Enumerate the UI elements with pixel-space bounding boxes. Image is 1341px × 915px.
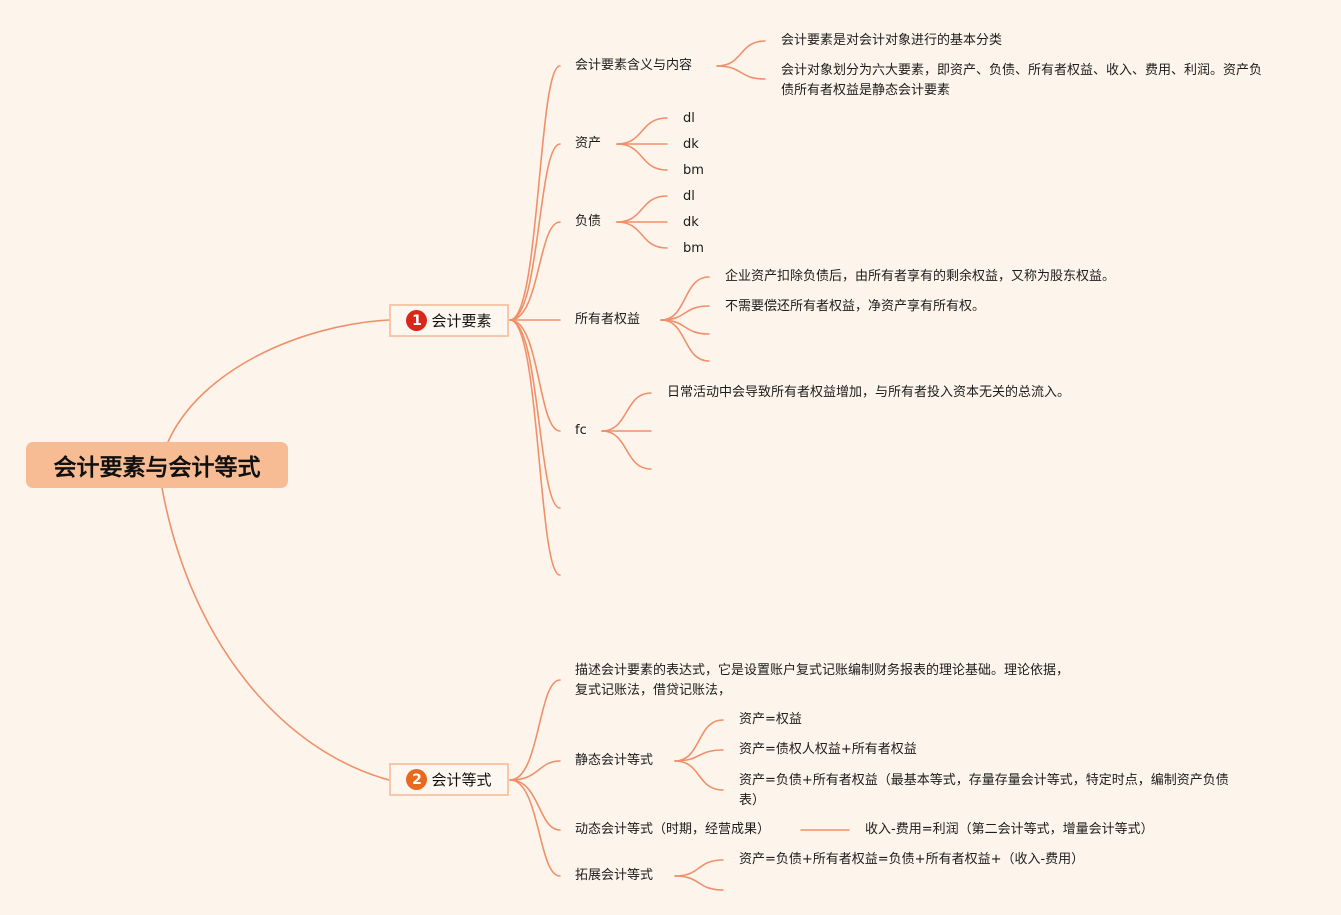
sub3-leaf-connector [616, 195, 668, 223]
extended-equation-leaf-connector [674, 859, 724, 877]
leaf-topic[interactable]: 资产=权益 [739, 712, 802, 727]
static-equation-leaf-connector [674, 719, 724, 762]
subtopic-static-equation[interactable]: 静态会计等式 [575, 753, 654, 768]
subtopic-owners-equity[interactable]: 所有者权益 [575, 312, 641, 327]
leaf-topic[interactable]: dk [683, 215, 699, 230]
branch1-connector [509, 143, 561, 321]
root-topic[interactable]: 会计要素与会计等式 [26, 442, 288, 488]
sub4-leaf-connector [660, 319, 710, 362]
root-topic-label: 会计要素与会计等式 [53, 455, 261, 481]
leaf-topic[interactable]: 不需要偿还所有者权益，净资产享有所有权。 [725, 299, 986, 314]
leaf-topic[interactable]: dk [683, 137, 699, 152]
static-equation-leaf-connector [674, 760, 724, 791]
branch1-connector [509, 221, 561, 321]
subtopic-dynamic-equation[interactable]: 动态会计等式（时期，经营成果） [575, 822, 771, 837]
subtopic-liabilities[interactable]: 负债 [575, 214, 602, 229]
root-to-branch2-line [161, 487, 390, 781]
leaf-topic[interactable]: 资产=债权人权益+所有者权益 [739, 742, 917, 757]
subtopic-fc[interactable]: fc [575, 423, 587, 438]
sub4-leaf-connector [660, 319, 710, 335]
leaf-topic[interactable]: 资产=负债+所有者权益（最基本等式，存量存量会计等式，特定时点，编制资产负债表） [739, 773, 1229, 808]
leaf-topic[interactable]: 会计要素是对会计对象进行的基本分类 [781, 33, 1003, 48]
leaf-topic[interactable]: dl [683, 189, 695, 204]
sub1-leaf-connector [716, 40, 766, 67]
leaf-topic[interactable]: bm [683, 241, 704, 256]
main-topic-accounting-equation[interactable]: 2 会计等式 [389, 763, 509, 796]
leaf-topic[interactable]: bm [683, 163, 704, 178]
branch2-connector [509, 760, 561, 781]
branch1-connector [509, 319, 561, 432]
main-topic-label: 会计等式 [431, 771, 492, 789]
priority-2-badge: 2 [406, 769, 428, 790]
priority-1-badge: 1 [406, 310, 428, 331]
branch2-connector [509, 679, 561, 781]
leaf-topic[interactable]: 会计对象划分为六大要素，即资产、负债、所有者权益、收入、费用、利润。资产负债所有… [781, 63, 1263, 98]
branch2-connector [509, 779, 561, 831]
main-topic-accounting-elements[interactable]: 1 会计要素 [389, 304, 509, 337]
sub1-leaf-connector [716, 65, 766, 80]
leaf-topic[interactable]: 企业资产扣除负债后，由所有者享有的剩余权益，又称为股东权益。 [725, 269, 1116, 284]
leaf-topic[interactable]: 资产=负债+所有者权益=负债+所有者权益+（收入-费用） [739, 852, 1085, 867]
subtopic-equation-description[interactable]: 描述会计要素的表达式，它是设置账户复式记账编制财务报表的理论基础。理论依据，复式… [575, 663, 1070, 698]
sub5-leaf-connector [601, 392, 652, 432]
sub2-leaf-connector [616, 143, 668, 171]
subtopic-assets[interactable]: 资产 [575, 136, 602, 151]
sub5-leaf-connector [601, 430, 652, 470]
branch1-connector [509, 319, 561, 576]
extended-equation-leaf-connector [674, 875, 724, 891]
leaf-topic[interactable]: 收入-费用=利润（第二会计等式，增量会计等式） [865, 822, 1154, 837]
root-to-branch1-line [167, 319, 390, 443]
sub3-leaf-connector [616, 221, 668, 249]
main-topic-label: 会计要素 [431, 312, 492, 330]
branch1-connector [509, 65, 561, 321]
sub2-leaf-connector [616, 117, 668, 145]
leaf-topic[interactable]: 日常活动中会导致所有者权益增加，与所有者投入资本无关的总流入。 [667, 385, 1071, 400]
leaf-topic[interactable]: dl [683, 111, 695, 126]
subtopic-element-definition[interactable]: 会计要素含义与内容 [575, 58, 693, 73]
static-equation-leaf-connector [674, 749, 724, 762]
branch1-connector [509, 319, 561, 509]
branch2-connector [509, 779, 561, 877]
subtopic-extended-equation[interactable]: 拓展会计等式 [575, 868, 654, 883]
